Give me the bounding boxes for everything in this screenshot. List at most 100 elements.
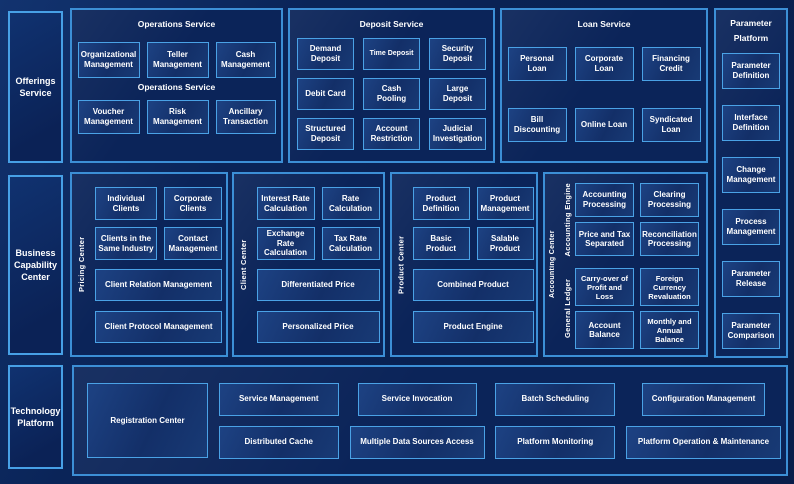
pricing-center-content: Individual Clients Corporate Clients Cli… [91,187,226,355]
client-grid-row-2: Exchange Rate Calculation Tax Rate Calcu… [256,227,380,260]
box-demand-deposit: Demand Deposit [297,38,354,70]
box-interface-definition: Interface Definition [722,104,780,141]
panel-accounting-center: Accounting Center Accounting Engine Acco… [543,172,708,357]
box-interest-rate-calculation: Interest Rate Calculation [256,187,315,220]
business-capability-center-text: Business Capability Center [13,247,57,283]
accounting-center-vertical-label: Accounting Center [549,230,556,299]
box-judicial-investigation: Judicial Investigation [429,118,486,150]
client-center-content: Interest Rate Calculation Rate Calculati… [253,187,383,355]
box-financing-credit: Financing Credit [641,47,701,81]
parameter-platform-items: Parameter Definition Interface Definitio… [722,52,780,349]
box-individual-clients: Individual Clients [95,187,157,220]
box-combined-product: Combined Product [412,269,534,301]
loan-row-2: Bill Discounting Online Loan Syndicated … [507,108,701,142]
box-price-and-tax-separated: Price and Tax Separated [575,222,634,257]
box-personalized-price: Personalized Price [256,311,380,343]
section-label-technology-platform: Technology Platform [8,365,63,469]
box-service-invocation: Service Invocation [357,382,477,416]
panel-parameter-platform: Parameter Platform Parameter Definition … [714,8,788,358]
operations-service-title: Operations Service [137,19,216,29]
section-label-business-capability-center: Business Capability Center [8,175,63,355]
box-cash-pooling: Cash Pooling [363,78,420,110]
box-client-relation-management: Client Relation Management [95,269,222,301]
box-security-deposit: Security Deposit [429,38,486,70]
client-grid-row-1: Interest Rate Calculation Rate Calculati… [256,187,380,220]
box-account-restriction: Account Restriction [363,118,420,150]
box-organizational-management: Organizational Management [77,42,140,78]
box-structured-deposit: Structured Deposit [297,118,354,150]
box-debit-card: Debit Card [297,78,354,110]
box-distributed-cache: Distributed Cache [218,425,339,459]
box-configuration-management: Configuration Management [642,382,765,416]
deposit-row-1: Demand Deposit Time Deposit Security Dep… [297,38,486,70]
box-syndicated-loan: Syndicated Loan [641,108,701,142]
box-clearing-processing: Clearing Processing [640,183,699,217]
box-product-engine: Product Engine [412,311,534,343]
general-ledger-vertical-label: General Ledger [563,279,572,339]
box-client-protocol-management: Client Protocol Management [95,311,222,343]
box-product-definition: Product Definition [412,187,470,220]
box-time-deposit: Time Deposit [363,38,420,70]
box-cash-management: Cash Management [215,42,276,78]
technology-platform-text: Technology Platform [10,405,61,428]
box-differentiated-price: Differentiated Price [256,269,380,301]
product-center-vertical-label: Product Center [396,235,406,294]
box-large-deposit: Large Deposit [429,78,486,110]
box-multiple-data-sources-access: Multiple Data Sources Access [349,425,485,459]
panel-loan-service: Loan Service Personal Loan Corporate Loa… [500,8,708,163]
offerings-service-text: Offerings Service [15,75,56,98]
panel-technology-platform: Registration Center Service Management D… [72,365,788,476]
box-clients-in-the-same-industry: Clients in the Same Industry [95,227,157,260]
general-ledger-group: General Ledger Carry-over of Profit and … [560,268,706,350]
parameter-platform-title: Parameter Platform [730,18,772,44]
box-personal-loan: Personal Loan [507,47,567,81]
accounting-engine-vertical-label: Accounting Engine [563,183,572,257]
box-ancillary-transaction: Ancillary Transaction [215,100,276,134]
panel-client-center: Client Center Interest Rate Calculation … [232,172,385,357]
box-teller-management: Teller Management [146,42,209,78]
box-monthly-and-annual-balance: Monthly and Annual Balance [640,311,699,350]
panel-operations-service: Operations Service Organizational Manage… [70,8,283,163]
box-platform-monitoring: Platform Monitoring [495,425,616,459]
box-risk-management: Risk Management [146,100,209,134]
box-reconciliation-processing: Reconciliation Processing [640,222,699,257]
box-accounting-processing: Accounting Processing [575,183,634,217]
box-carry-over-of-profit-and-loss: Carry-over of Profit and Loss [575,268,634,307]
technology-column-1: Service Management Distributed Cache [218,382,339,459]
operations-service-title-2: Operations Service [137,82,216,92]
box-foreign-currency-revaluation: Foreign Currency Revaluation [640,268,699,307]
box-exchange-rate-calculation: Exchange Rate Calculation [256,227,315,260]
box-parameter-comparison: Parameter Comparison [722,312,780,349]
box-registration-center: Registration Center [87,383,208,458]
box-service-management: Service Management [218,382,339,416]
operations-row-2: Voucher Management Risk Management Ancil… [77,100,276,134]
box-contact-management: Contact Management [164,227,222,260]
general-ledger-grid: Carry-over of Profit and Loss Foreign Cu… [575,268,701,350]
box-corporate-clients: Corporate Clients [164,187,222,220]
box-batch-scheduling: Batch Scheduling [495,382,616,416]
box-change-management: Change Management [722,156,780,193]
pricing-grid-row-1: Individual Clients Corporate Clients [95,187,222,220]
pricing-center-vertical-label: Pricing Center [77,236,86,293]
box-account-balance: Account Balance [575,311,634,350]
client-center-vertical-label: Client Center [239,239,248,290]
section-label-offerings-service: Offerings Service [8,11,63,163]
loan-row-1: Personal Loan Corporate Loan Financing C… [507,47,701,81]
technology-column-4: Configuration Management Platform Operat… [626,382,781,459]
product-center-content: Product Definition Product Management Ba… [410,187,536,355]
technology-column-2: Service Invocation Multiple Data Sources… [349,382,485,459]
box-product-management: Product Management [476,187,534,220]
box-bill-discounting: Bill Discounting [507,108,567,142]
box-voucher-management: Voucher Management [77,100,140,134]
box-process-management: Process Management [722,208,780,245]
box-parameter-definition: Parameter Definition [722,52,780,89]
box-corporate-loan: Corporate Loan [574,47,634,81]
accounting-center-content: Accounting Engine Accounting Processing … [560,183,706,355]
accounting-engine-grid: Accounting Processing Clearing Processin… [575,183,701,257]
operations-row-1: Organizational Management Teller Managem… [77,42,276,78]
panel-deposit-service: Deposit Service Demand Deposit Time Depo… [288,8,495,163]
panel-product-center: Product Center Product Definition Produc… [390,172,538,357]
box-online-loan: Online Loan [574,108,634,142]
panel-pricing-center: Pricing Center Individual Clients Corpor… [70,172,228,357]
